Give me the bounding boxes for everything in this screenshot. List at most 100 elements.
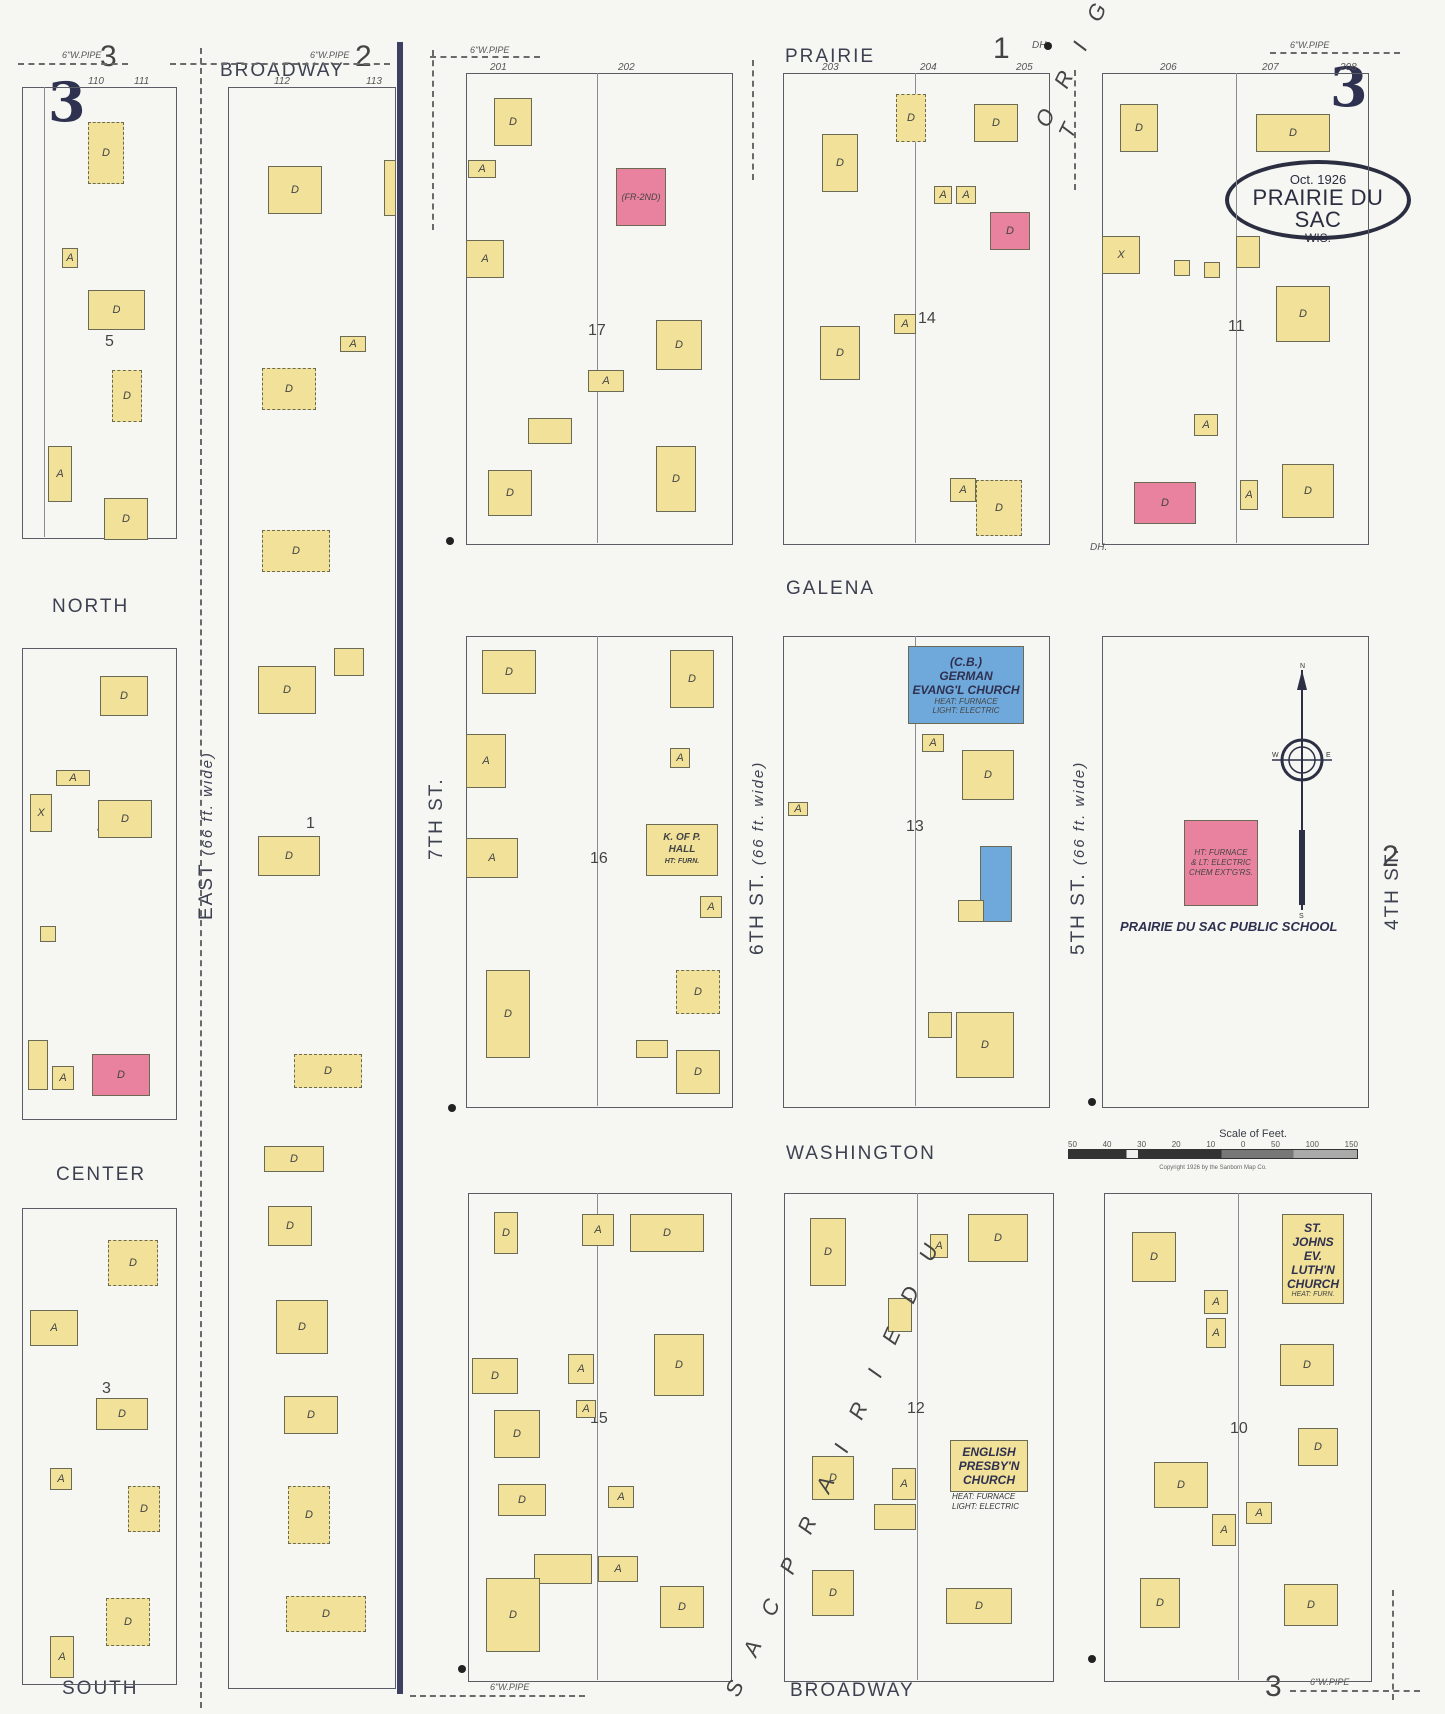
dwelling: D — [494, 1410, 540, 1458]
water-pipe — [752, 60, 754, 180]
state-name: WIS. — [1305, 231, 1331, 245]
water-pipe — [410, 1695, 585, 1697]
dwelling: D — [112, 370, 142, 422]
scale-title: Scale of Feet. — [1219, 1128, 1287, 1140]
city-block-3 — [22, 1208, 177, 1685]
water-pipe — [1392, 1590, 1394, 1700]
dwelling: D — [956, 1012, 1014, 1078]
auto-garage: A — [340, 336, 366, 352]
sheet-number-right: 3 — [1330, 55, 1368, 119]
outbuilding — [888, 1298, 912, 1332]
brick-dwelling: (FR-2ND) — [616, 168, 666, 226]
street-south: SOUTH — [62, 1678, 139, 1699]
street-5th: 5TH ST. (66 ft. wide) — [1068, 761, 1090, 955]
dwelling: D — [630, 1214, 704, 1252]
adjoining-sheet-ref: 1 — [993, 32, 1010, 65]
auto-garage: A — [30, 1310, 78, 1346]
street-center: CENTER — [56, 1164, 147, 1185]
dwelling: D — [262, 368, 316, 410]
dwelling: D — [822, 134, 858, 192]
k-of-p-hall-line2: HALL — [668, 844, 696, 855]
address-number: 206 — [1160, 62, 1177, 73]
dwelling: D — [494, 98, 532, 146]
shed: X — [1102, 236, 1140, 274]
dwelling: D — [108, 1240, 158, 1286]
dwelling: D — [498, 1484, 546, 1516]
outbuilding — [1236, 236, 1260, 268]
dwelling: D — [286, 1596, 366, 1632]
dwelling: D — [294, 1054, 362, 1088]
auto-garage: A — [894, 314, 916, 334]
dwelling: D — [820, 326, 860, 380]
street-prairie: PRAIRIE — [785, 46, 876, 67]
water-pipe — [200, 48, 202, 1708]
dwelling: D — [98, 800, 152, 838]
auto-garage: A — [1212, 1514, 1236, 1546]
address-number: 111 — [134, 76, 150, 87]
dwelling: D — [128, 1486, 160, 1532]
street-galena: GALENA — [786, 578, 876, 599]
auto-garage: A — [466, 240, 504, 278]
auto-garage: A — [56, 770, 90, 786]
address-number: 202 — [618, 62, 635, 73]
dwelling: D — [1276, 286, 1330, 342]
city-block-11 — [1102, 73, 1369, 545]
german-evangelical-church: (C.B.) GERMAN EVANG'L CHURCH HEAT: FURNA… — [908, 646, 1024, 724]
block-number: 17 — [588, 322, 606, 339]
outbuilding — [334, 648, 364, 676]
dwelling: D — [1132, 1232, 1176, 1282]
dwelling: D — [104, 498, 148, 540]
school-name: PRAIRIE DU SAC PUBLIC SCHOOL — [1120, 919, 1338, 934]
water-pipe — [170, 63, 390, 65]
street-washington: WASHINGTON — [786, 1143, 936, 1164]
outbuilding — [928, 1012, 952, 1038]
dwelling: D — [812, 1570, 854, 1616]
hydrant-icon — [1088, 1098, 1096, 1106]
dwelling: D — [268, 1206, 312, 1246]
street-6th-name: 6TH ST. — [747, 872, 768, 955]
dwelling: D — [1284, 1584, 1338, 1626]
dwelling: D — [676, 970, 720, 1014]
adjoining-sheet-ref: 2 — [355, 40, 372, 73]
address-number: 110 — [88, 76, 104, 87]
dwelling: D — [100, 676, 148, 716]
street-north: NORTH — [52, 596, 130, 617]
auto-garage: A — [1240, 480, 1258, 510]
water-pipe-label: 6"W.PIPE — [1310, 1677, 1350, 1687]
auto-garage: A — [62, 248, 78, 268]
map-date: Oct. 1926 — [1289, 172, 1347, 187]
outbuilding — [534, 1554, 592, 1584]
public-school-building: HT: FURNACE & LT: ELECTRIC CHEM EXT'G'RS… — [1184, 820, 1258, 906]
dwelling: D — [810, 1218, 846, 1286]
brick-dwelling: D — [990, 212, 1030, 250]
auto-garage: A — [670, 748, 690, 768]
auto-garage: A — [1194, 414, 1218, 436]
sheet-number-left: 3 — [48, 70, 86, 134]
dwelling: D — [656, 446, 696, 512]
dwelling: D — [486, 970, 530, 1058]
hydrant-icon — [446, 537, 454, 545]
st-johns-lutheran-church: ST. JOHNS EV. LUTH'N CHURCH HEAT: FURN. — [1282, 1214, 1344, 1304]
street-5th-width: (66 ft. wide) — [1071, 760, 1088, 866]
dwelling: D — [488, 470, 532, 516]
auto-garage: A — [466, 838, 518, 878]
auto-garage: A — [934, 186, 952, 204]
water-pipe-label: 6"W.PIPE — [470, 45, 510, 55]
street-broadway-bottom: BROADWAY — [790, 1680, 915, 1701]
svg-text:E: E — [1326, 752, 1331, 759]
dwelling: D — [946, 1588, 1012, 1624]
outbuilding — [1204, 262, 1220, 278]
brick-dwelling: D — [1134, 482, 1196, 524]
hydrant-icon — [1044, 42, 1052, 50]
dwelling: D — [258, 836, 320, 876]
dwelling: D — [106, 1598, 150, 1646]
auto-garage: A — [922, 734, 944, 752]
dwelling: D — [1256, 114, 1330, 152]
dwelling: D — [1120, 104, 1158, 152]
dwelling: D — [268, 166, 322, 214]
auto-garage: A — [1204, 1290, 1228, 1314]
outbuilding — [384, 160, 396, 216]
map-title-cartouche: Oct. 1926 PRAIRIE DU SAC WIS. — [1225, 160, 1411, 245]
city-block-15 — [468, 1193, 732, 1682]
